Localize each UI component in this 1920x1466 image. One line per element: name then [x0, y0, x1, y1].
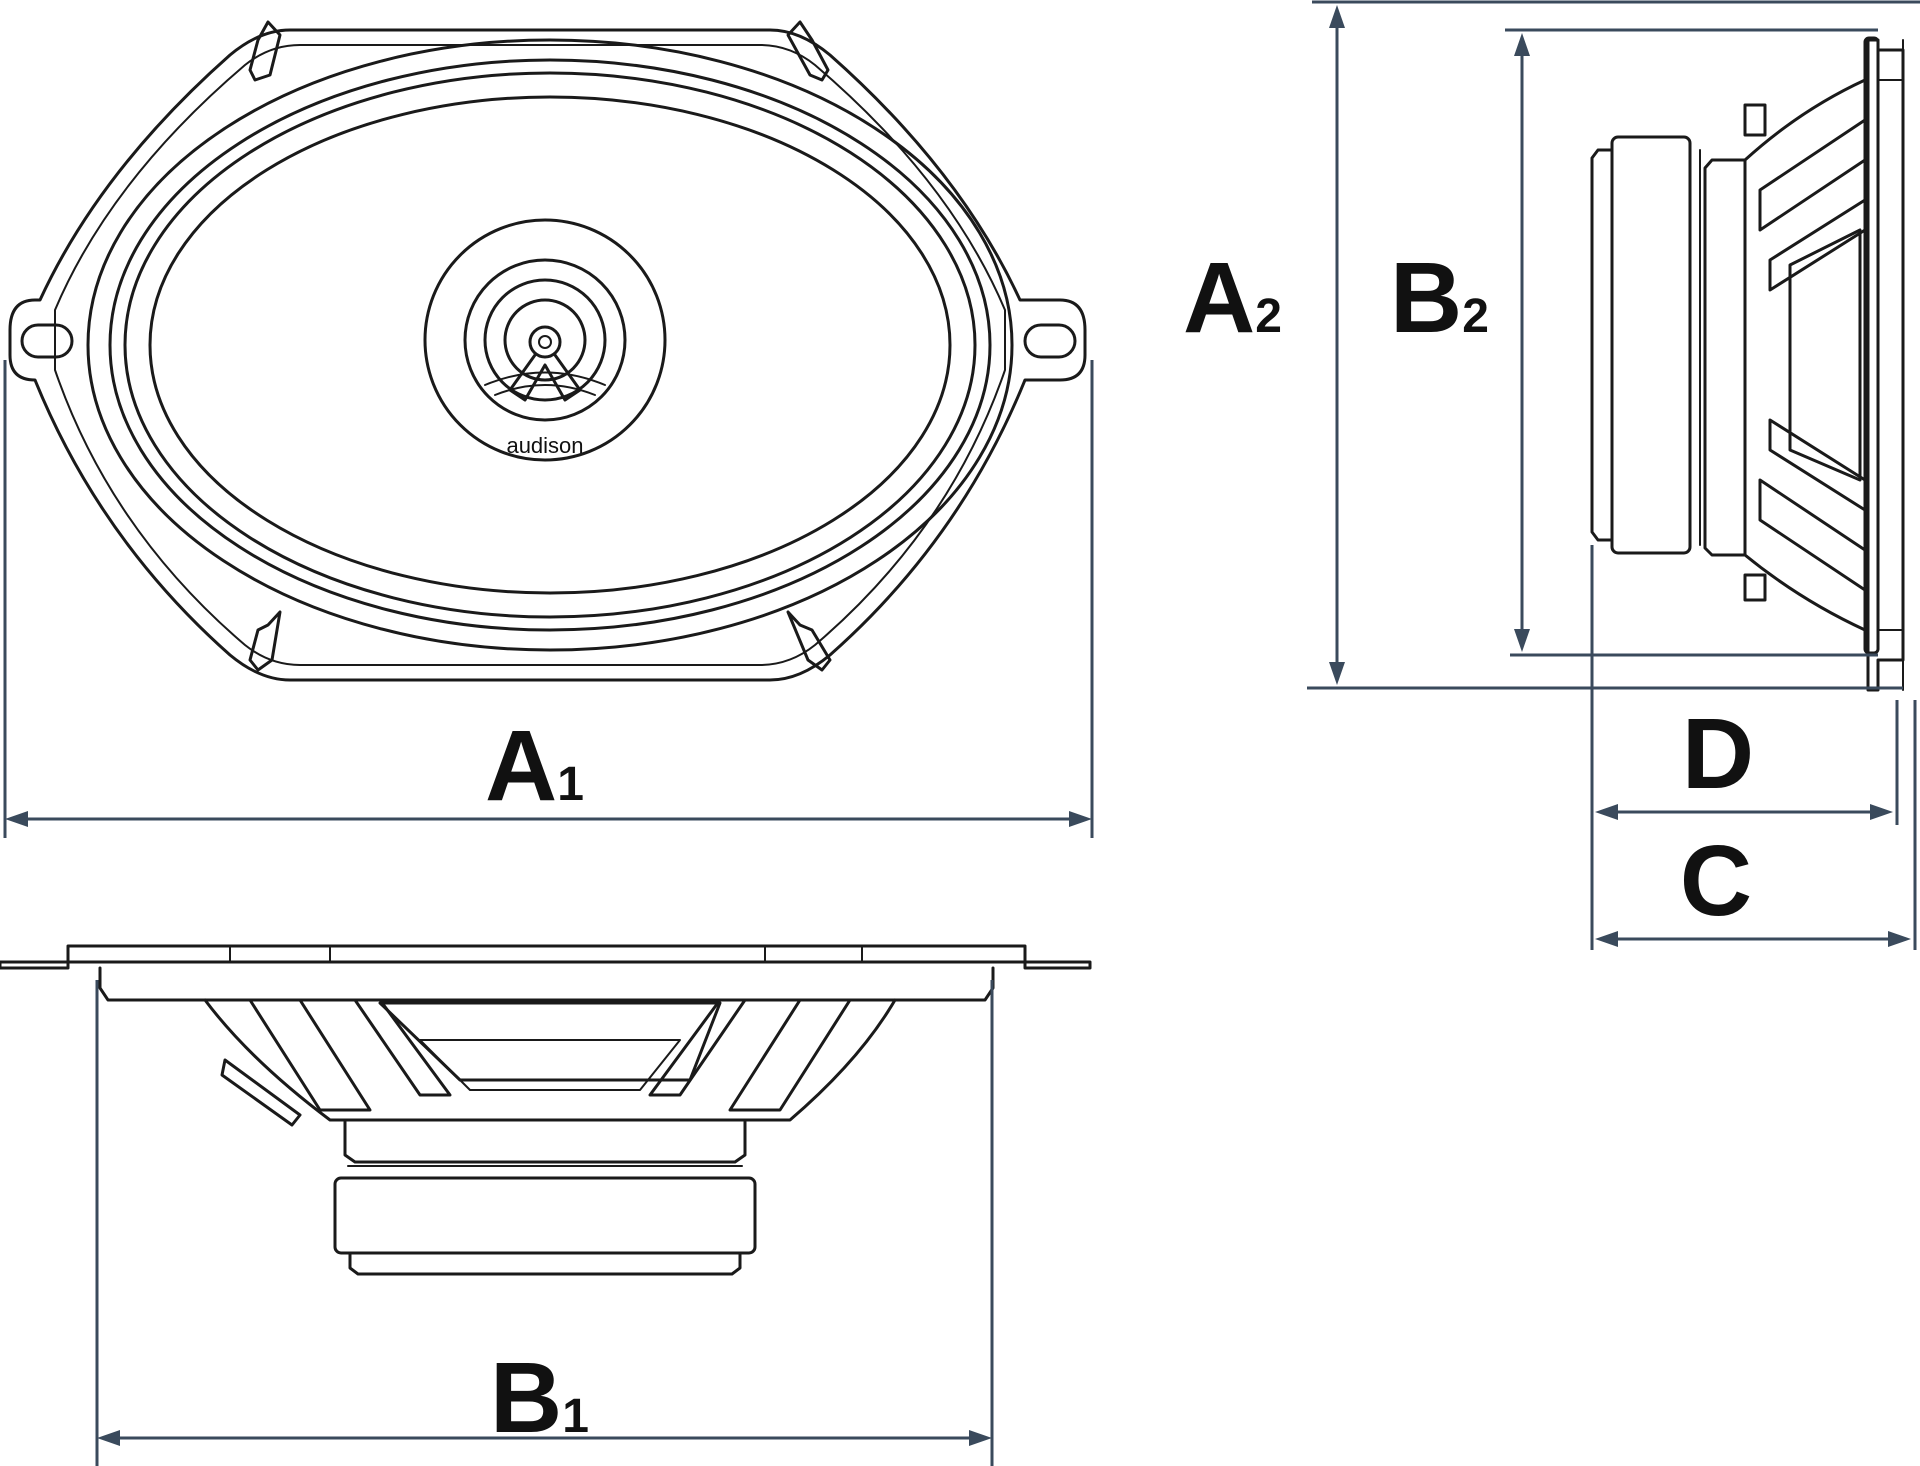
slot-bottom-right: [786, 610, 832, 672]
side-terminal-tab-bottom: [1743, 573, 1767, 602]
surround-ring-1: [108, 58, 992, 632]
basket-rib-right-2: [648, 998, 747, 1097]
a1-arrow-left: [5, 811, 28, 827]
basket-rib-left-2: [353, 998, 452, 1097]
side-rib-bottom-2: [1768, 418, 1867, 512]
surround-outer: [86, 38, 1014, 652]
slot-top-left: [248, 20, 282, 82]
tweeter-dome-outer: [483, 278, 607, 402]
side-basket-body: [1743, 78, 1867, 632]
brand-logo-text: audison: [506, 433, 583, 458]
b1-arrow-left: [97, 1430, 120, 1446]
slot-top-right: [786, 20, 830, 82]
b2-label-main: B: [1390, 242, 1462, 354]
front-frame-inner-rim: [54, 44, 1006, 666]
dimension-c: C: [1595, 700, 1917, 950]
tweeter-center: [528, 325, 562, 359]
side-terminal-tab: [1743, 103, 1767, 137]
tweeter-ring: [463, 258, 627, 422]
side-rib-top-2: [1768, 198, 1867, 292]
dimension-b2: B2: [1390, 28, 1878, 657]
cone-edge: [148, 95, 952, 595]
mounting-flange-plate: [0, 944, 1092, 970]
magnet-back-plate: [348, 1251, 742, 1276]
side-rib-top-1: [1758, 118, 1867, 232]
b2-arrow-top: [1514, 33, 1530, 56]
front-frame-outline: [8, 28, 1087, 682]
side-flange: [1866, 38, 1905, 692]
basket-body: [203, 998, 897, 1122]
a1-label-main: A: [485, 710, 557, 822]
d-arrow-left: [1595, 804, 1618, 820]
tweeter: audison: [423, 218, 667, 462]
d-arrow-right: [1870, 804, 1893, 820]
basket-rib-right-1: [728, 998, 852, 1112]
side-magnet-top-plate: [1703, 158, 1747, 557]
magnet-top-plate: [343, 1120, 747, 1164]
left-mount-slot: [20, 323, 74, 359]
b2-label: B2: [1390, 242, 1489, 354]
magnet-body: [333, 1176, 757, 1255]
cone-window-inner: [419, 1039, 681, 1091]
slot-bottom-left: [248, 610, 282, 672]
d-label: D: [1682, 698, 1754, 810]
a2-label: A2: [1183, 242, 1282, 354]
basket-rib-left-1: [248, 998, 372, 1112]
b2-arrow-bottom: [1514, 629, 1530, 652]
surround-ring-2: [123, 71, 977, 619]
b1-label: B1: [490, 1342, 589, 1454]
speaker-side-view-horizontal: [0, 944, 1092, 1276]
right-mount-slot: [1023, 323, 1077, 359]
dimension-a2: A2: [1183, 0, 1920, 690]
tweeter-arc-2: [484, 371, 606, 386]
c-arrow-right: [1888, 931, 1911, 947]
c-arrow-left: [1595, 931, 1618, 947]
b1-label-main: B: [490, 1342, 562, 1454]
a1-label-sub: 1: [557, 758, 584, 811]
a2-label-sub: 2: [1255, 290, 1282, 343]
side-cone-window: [1788, 228, 1862, 482]
b2-label-sub: 2: [1462, 290, 1489, 343]
a2-arrow-bottom: [1329, 662, 1345, 685]
a1-arrow-right: [1069, 811, 1092, 827]
corner-mount-slots: [248, 20, 832, 672]
a1-label: A1: [485, 710, 584, 822]
terminal-tab: [220, 1058, 302, 1127]
side-rib-bottom-1: [1758, 478, 1867, 592]
a2-label-main: A: [1183, 242, 1255, 354]
tweeter-housing: [423, 218, 667, 462]
speaker-front-view: audison: [8, 20, 1087, 682]
speaker-side-view-vertical: [1590, 36, 1905, 692]
a2-arrow-top: [1329, 5, 1345, 28]
b1-label-sub: 1: [562, 1390, 589, 1443]
tweeter-arc-1: [494, 384, 596, 396]
side-magnet-back-plate: [1590, 148, 1614, 542]
dimension-b1: B1: [95, 980, 994, 1466]
frame-rim: [98, 966, 995, 1002]
dimension-d: D: [1590, 545, 1899, 950]
dimension-a1: A1: [3, 360, 1094, 838]
tweeter-dome-inner: [503, 298, 587, 382]
side-frame-rim: [1863, 36, 1880, 655]
c-label: C: [1680, 825, 1752, 937]
tweeter-center-dot: [538, 335, 552, 349]
b1-arrow-right: [969, 1430, 992, 1446]
side-magnet-body: [1610, 135, 1692, 555]
